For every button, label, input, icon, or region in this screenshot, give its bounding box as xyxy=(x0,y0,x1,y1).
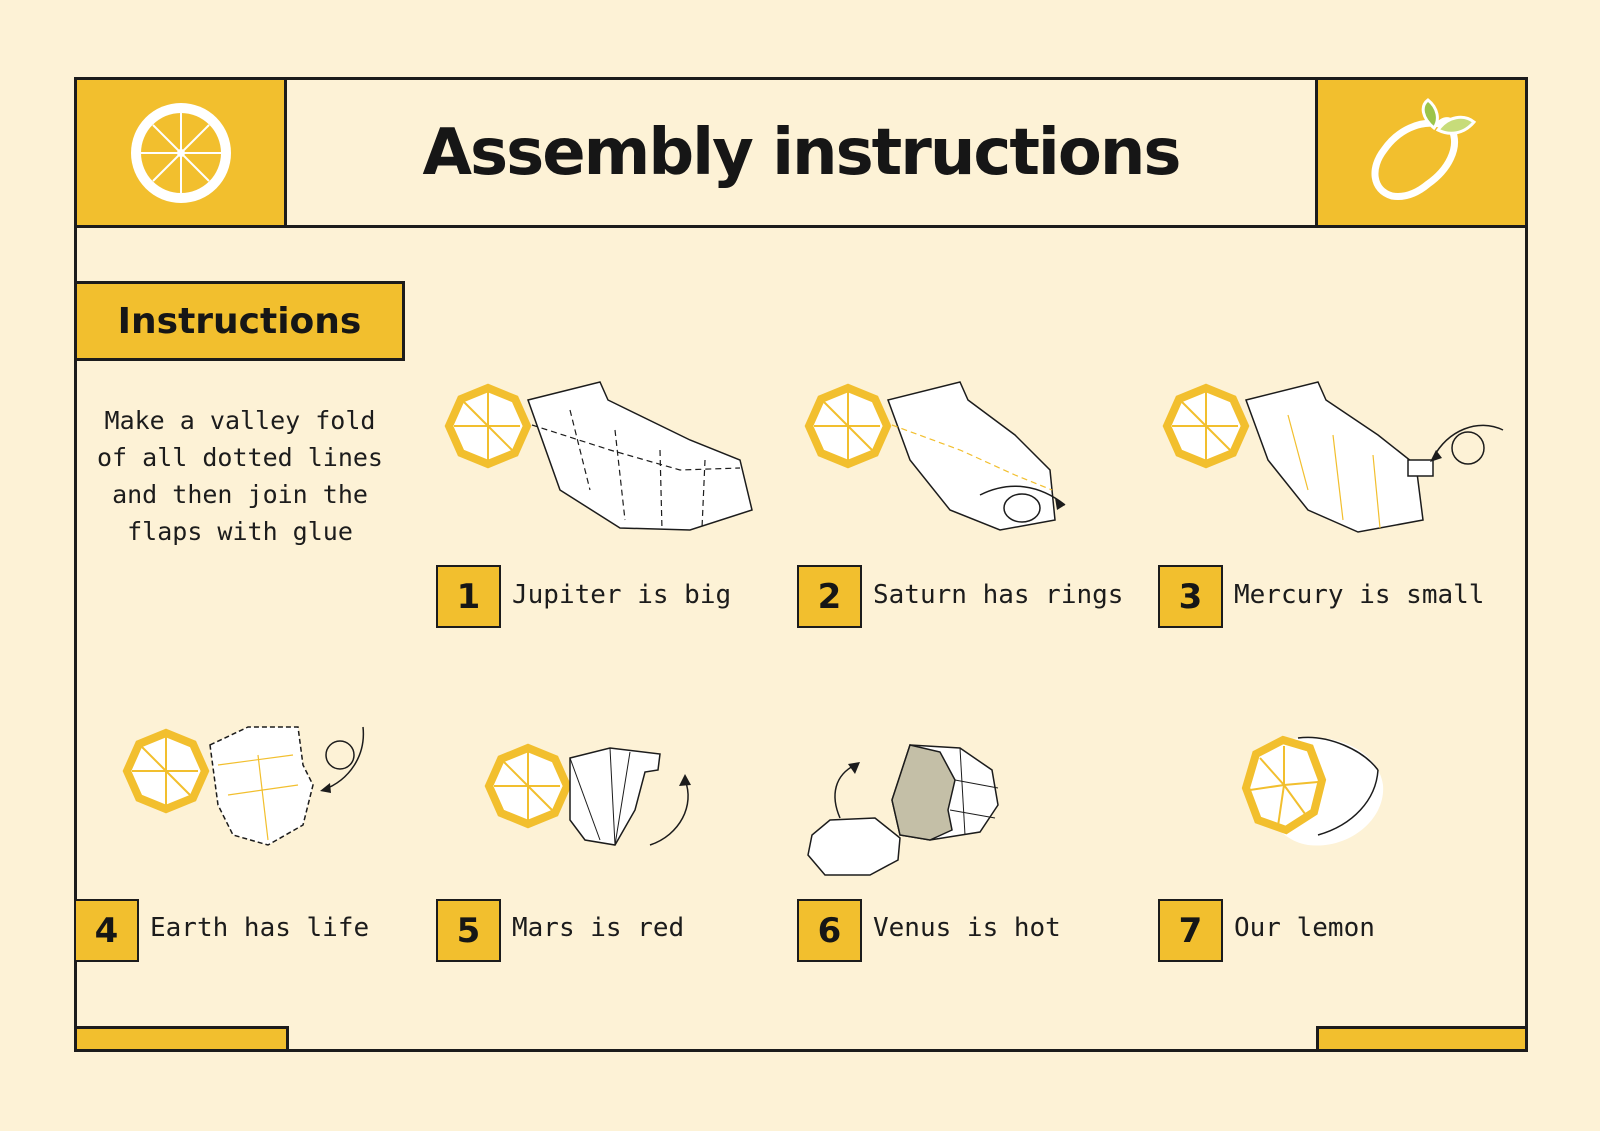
step-5-badge: 5 xyxy=(436,899,501,962)
header-left-badge xyxy=(77,80,287,225)
step-4-badge: 4 xyxy=(74,899,139,962)
step-2-text: Saturn has rings xyxy=(873,580,1124,610)
step-3-text: Mercury is small xyxy=(1234,580,1485,610)
lemon-icon xyxy=(1370,97,1476,200)
step-5-text: Mars is red xyxy=(512,913,685,943)
step-4-text: Earth has life xyxy=(150,913,370,943)
step-7-badge: 7 xyxy=(1158,899,1223,962)
step-6-badge: 6 xyxy=(797,899,862,962)
step-3-badge: 3 xyxy=(1158,565,1223,628)
intro-line: and then join the xyxy=(112,480,368,509)
intro-line: Make a valley fold xyxy=(104,406,376,435)
intro-line: of all dotted lines xyxy=(97,443,383,472)
step-1-text: Jupiter is big xyxy=(512,580,732,610)
instructions-label: Instructions xyxy=(74,281,405,361)
step-1-illustration xyxy=(444,381,753,531)
lemon-slice-icon xyxy=(130,102,231,203)
step-3-illustration xyxy=(1162,381,1504,533)
header: Assembly instructions xyxy=(77,80,1525,228)
step-2-illustration xyxy=(804,381,1066,531)
intro-text: Make a valley fold of all dotted lines a… xyxy=(88,402,392,550)
step-2-badge: 2 xyxy=(797,565,862,628)
step-6-illustration xyxy=(807,744,999,876)
step-7-text: Our lemon xyxy=(1234,913,1375,943)
step-7-illustration xyxy=(1241,735,1384,846)
intro-line: flaps with glue xyxy=(127,517,353,546)
page-title: Assembly instructions xyxy=(422,115,1182,190)
header-right-badge xyxy=(1315,80,1525,225)
bottom-right-bar xyxy=(1316,1026,1528,1052)
step-4-illustration xyxy=(122,726,365,846)
step-6-text: Venus is hot xyxy=(873,913,1061,943)
step-5-illustration xyxy=(484,743,691,846)
page-frame: Assembly instructions xyxy=(74,77,1528,1052)
bottom-left-bar xyxy=(74,1026,289,1052)
step-1-badge: 1 xyxy=(436,565,501,628)
